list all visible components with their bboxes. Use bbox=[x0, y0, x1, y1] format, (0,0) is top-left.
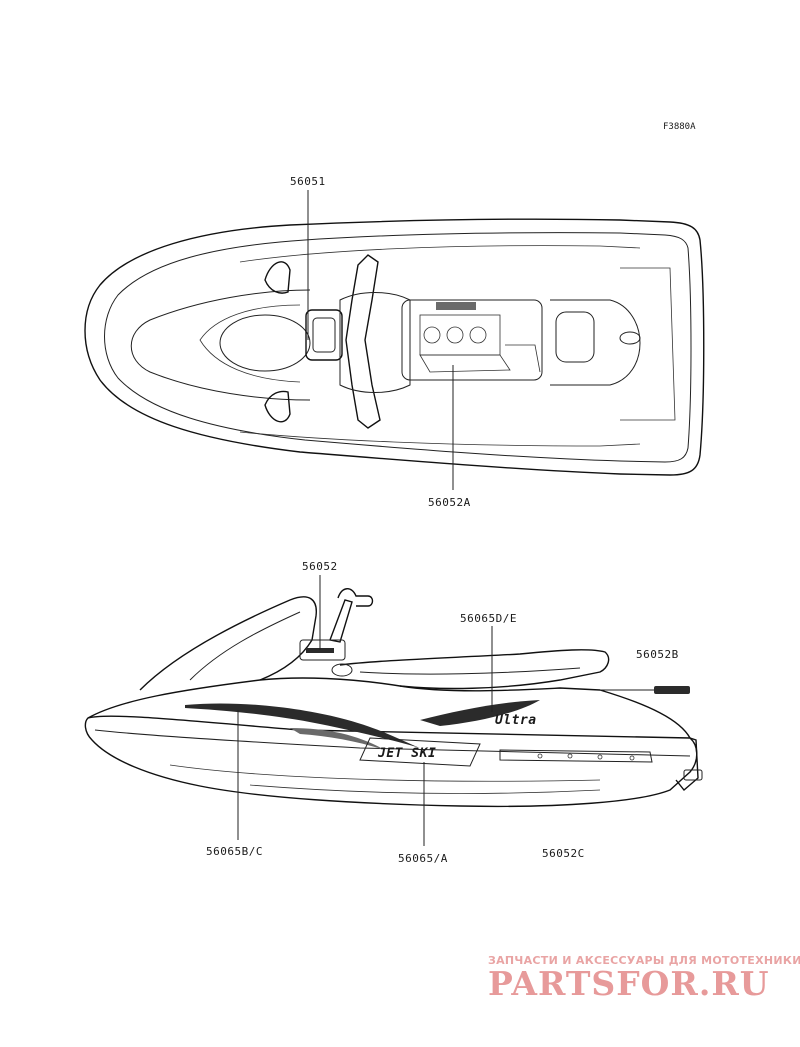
side-rear-rivet-1 bbox=[537, 753, 543, 759]
top-sponson-upper bbox=[264, 261, 291, 294]
callout-56065a: 56065/A bbox=[398, 852, 448, 865]
side-front-cowl bbox=[139, 596, 317, 691]
side-steering-pole bbox=[329, 599, 353, 643]
side-jet-nozzle bbox=[683, 769, 703, 781]
side-seat-logo-text: Ultra bbox=[495, 713, 537, 728]
side-swoosh-graphic bbox=[185, 703, 420, 748]
callout-56052: 56052 bbox=[302, 560, 338, 573]
side-rear-rivet-2 bbox=[567, 753, 573, 759]
side-jetski-logo: JET SKI bbox=[359, 737, 481, 767]
side-hull bbox=[84, 715, 698, 808]
side-hull-strake-1 bbox=[169, 764, 601, 782]
side-front-cowl-inner bbox=[189, 611, 301, 681]
side-rear-strip bbox=[499, 749, 653, 763]
top-view-watercraft bbox=[84, 218, 705, 476]
side-hull-chine bbox=[94, 729, 691, 757]
side-rear-decal bbox=[654, 686, 690, 694]
top-engine-bay bbox=[401, 299, 543, 381]
top-deck-rail bbox=[104, 232, 692, 463]
side-seat-logo: Ultra bbox=[420, 700, 540, 728]
watermark-logo: PARTSFOR.RU bbox=[488, 964, 770, 1003]
top-rear-hatch bbox=[555, 311, 595, 363]
top-handlebar bbox=[345, 254, 381, 429]
side-deck bbox=[87, 677, 691, 739]
side-view-watercraft: JET SKI Ultra bbox=[84, 588, 703, 808]
top-bow-recess bbox=[199, 304, 301, 383]
top-rear-eye bbox=[619, 331, 641, 345]
callout-56052a: 56052A bbox=[428, 496, 471, 509]
side-swoosh-graphic-2 bbox=[290, 728, 385, 750]
side-hull-strake-2 bbox=[249, 784, 601, 794]
callout-56052c: 56052C bbox=[542, 847, 585, 860]
top-bow-deck bbox=[130, 289, 311, 401]
top-hull-outline bbox=[84, 218, 705, 476]
side-rear-rivet-3 bbox=[597, 754, 603, 760]
side-rear-rivet-4 bbox=[629, 755, 635, 761]
top-engine-decal bbox=[436, 302, 476, 310]
top-seat bbox=[339, 292, 411, 393]
callout-56065bc: 56065B/C bbox=[206, 845, 263, 858]
side-front-decal bbox=[306, 648, 334, 653]
top-sponson-lower bbox=[264, 390, 291, 423]
figure-code: F3880A bbox=[663, 122, 696, 132]
top-steering-pad-inner bbox=[312, 317, 336, 353]
side-handlebar-grip bbox=[337, 588, 374, 607]
callout-56052b: 56052B bbox=[636, 648, 679, 661]
side-stern bbox=[675, 737, 699, 792]
top-rear-deck bbox=[550, 299, 641, 386]
side-jetski-logo-text: JET SKI bbox=[377, 746, 436, 761]
side-front-decal-plate bbox=[299, 639, 346, 661]
top-gunwale-upper bbox=[239, 245, 641, 263]
top-front-hatch bbox=[219, 314, 311, 372]
top-gunwale-lower bbox=[239, 431, 641, 447]
callout-56051: 56051 bbox=[290, 175, 326, 188]
top-stern-pad bbox=[620, 267, 676, 421]
watermark-tagline: ЗАПЧАСТИ И АКСЕССУАРЫ ДЛЯ МОТОТЕХНИКИ bbox=[488, 954, 800, 967]
top-engine-block bbox=[419, 314, 541, 373]
top-steering-pad bbox=[305, 309, 343, 361]
side-front-vent bbox=[331, 663, 353, 677]
side-seat-base bbox=[359, 667, 581, 675]
callout-56065de: 56065D/E bbox=[460, 612, 517, 625]
